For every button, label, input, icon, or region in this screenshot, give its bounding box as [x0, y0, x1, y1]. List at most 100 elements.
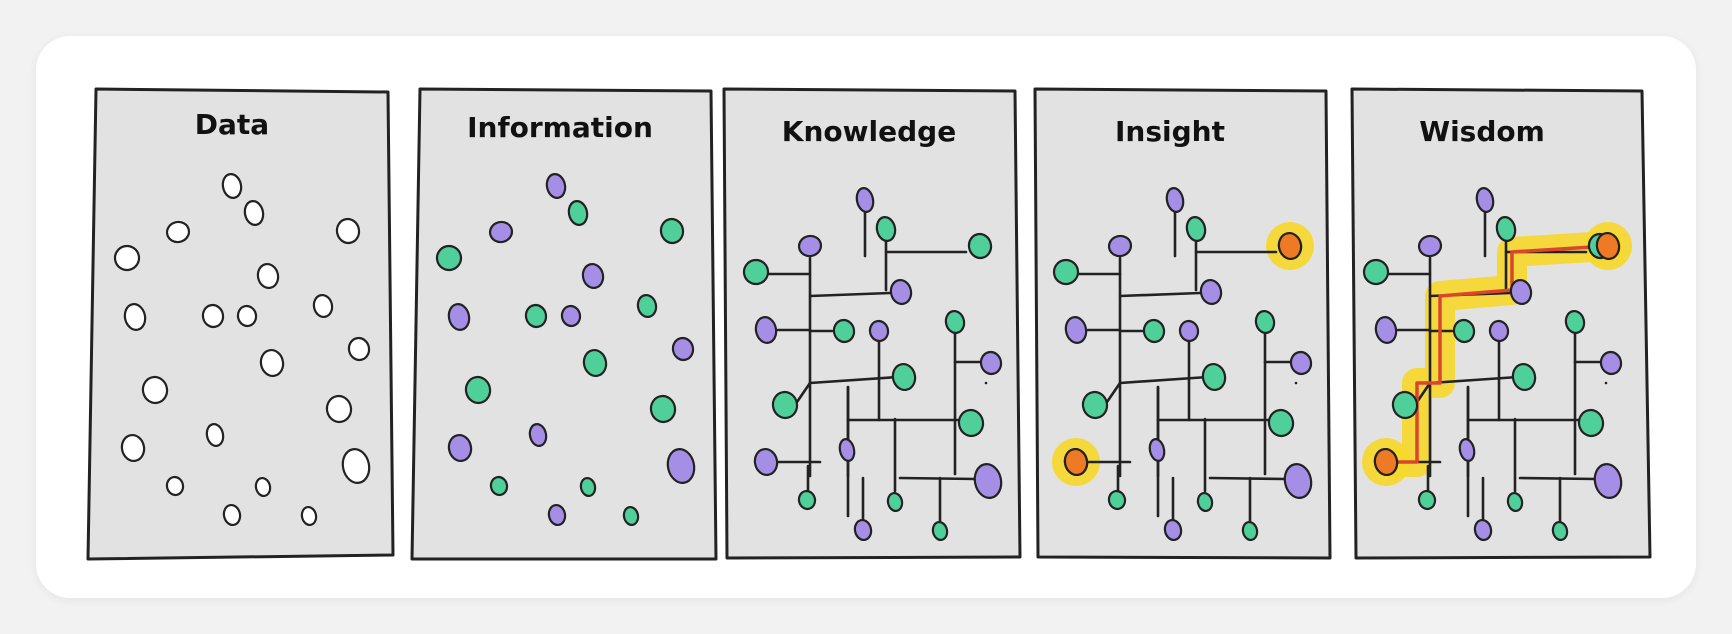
panels-layer [86, 87, 1652, 561]
wisdom-node [1452, 318, 1476, 344]
wisdom-path-line [1386, 244, 1610, 464]
insight-node [1185, 216, 1207, 242]
information-node [488, 220, 514, 244]
panel-title-insight: Insight [1115, 115, 1225, 148]
knowledge-node [742, 258, 770, 286]
insight-node [1289, 350, 1313, 376]
data-node [259, 348, 285, 378]
insight-node [1241, 520, 1259, 542]
wisdom-node [1417, 234, 1443, 258]
knowledge-node [868, 319, 890, 343]
wisdom-connection [1428, 375, 1520, 385]
insight-node [1142, 318, 1166, 344]
data-node [236, 304, 258, 328]
titles-layer: Data Information Knowledge Insight Wisdo… [195, 108, 1545, 148]
information-node [547, 503, 567, 527]
wisdom-node [1488, 319, 1510, 343]
panel-title-data: Data [195, 108, 269, 141]
knowledge-connection [808, 375, 900, 385]
data-node [165, 220, 191, 244]
nodes-layer [113, 173, 1623, 542]
data-node [243, 200, 265, 226]
wisdom-node [1564, 309, 1586, 335]
knowledge-node [979, 350, 1003, 376]
data-node [222, 503, 242, 527]
knowledge-node [875, 216, 897, 242]
wisdom-node [1577, 408, 1605, 438]
information-node [636, 293, 658, 319]
insight-node [1283, 463, 1313, 499]
insight-connection [1118, 375, 1210, 385]
insight-node [1064, 316, 1088, 344]
insight-node [1165, 187, 1185, 213]
wisdom-highlight-node [1595, 231, 1621, 261]
data-node [335, 217, 361, 245]
data-node [347, 336, 371, 362]
insight-node [1201, 362, 1227, 392]
information-node [582, 348, 608, 378]
data-node [341, 448, 371, 484]
panel-title-information: Information [467, 111, 653, 144]
knowledge-node [838, 438, 856, 462]
wisdom-node [1374, 316, 1398, 344]
wisdom-node [1473, 518, 1493, 542]
data-node [256, 262, 280, 290]
data-node [141, 375, 169, 405]
wisdom-node [1599, 350, 1623, 376]
data-node [120, 433, 146, 463]
wisdom-connection [1415, 381, 1432, 404]
data-node [113, 244, 141, 272]
wisdom-node [1362, 258, 1390, 286]
wisdom-highlight-node [1373, 447, 1399, 477]
panel-title-wisdom: Wisdom [1419, 115, 1545, 148]
knowledge-node [891, 362, 917, 392]
knowledge-node [889, 278, 913, 306]
insight-node [1148, 438, 1166, 462]
information-node [581, 262, 605, 290]
information-node [489, 475, 509, 497]
data-node [205, 423, 225, 447]
connection-lines-layer [766, 210, 1608, 524]
wisdom-node [1511, 362, 1537, 392]
insight-node [1196, 491, 1214, 513]
data-node [312, 293, 334, 319]
data-node [300, 505, 318, 527]
knowledge-node [753, 447, 779, 477]
panel-information [410, 87, 718, 561]
information-node [560, 304, 582, 328]
knowledge-node [797, 234, 823, 258]
insight-highlight-node [1277, 231, 1303, 261]
data-node [165, 475, 185, 497]
data-node [325, 394, 353, 424]
information-node [464, 375, 492, 405]
knowledge-node [855, 187, 875, 213]
knowledge-node [944, 309, 966, 335]
data-node [201, 303, 225, 329]
knowledge-connection [898, 476, 978, 481]
information-node [447, 433, 473, 463]
knowledge-node [931, 520, 949, 542]
insight-node [1178, 319, 1200, 343]
wisdom-node [1593, 463, 1623, 499]
wisdom-node [1391, 390, 1419, 420]
knowledge-connection [795, 381, 812, 404]
knowledge-node [886, 491, 904, 513]
wisdom-node [1458, 438, 1476, 462]
wisdom-node [1495, 216, 1517, 242]
information-node [524, 303, 548, 329]
knowledge-node [797, 489, 817, 511]
wisdom-node [1417, 489, 1437, 511]
information-node [659, 217, 685, 245]
information-node [528, 423, 548, 447]
panel-title-knowledge: Knowledge [782, 115, 956, 148]
wisdom-node [1506, 491, 1524, 513]
data-node [254, 476, 272, 498]
wisdom-node [1475, 187, 1495, 213]
wisdom-node [1509, 278, 1533, 306]
knowledge-node [771, 390, 799, 420]
insight-node [1267, 408, 1295, 438]
information-node [435, 244, 463, 272]
knowledge-node [832, 318, 856, 344]
insight-node [1052, 258, 1080, 286]
knowledge-connection [808, 291, 892, 298]
